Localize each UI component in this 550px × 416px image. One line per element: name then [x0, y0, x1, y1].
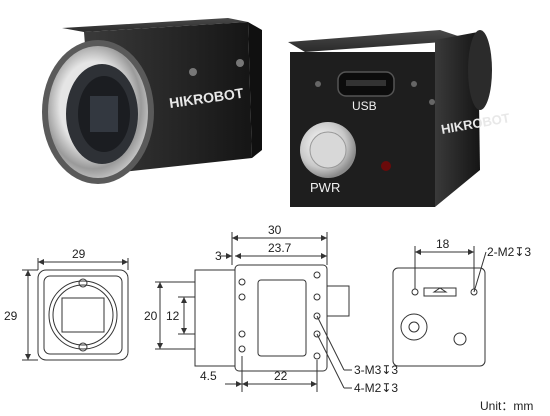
side-m3-callout: 3-M3↧3 [354, 363, 398, 377]
side-m2-callout: 4-M2↧3 [354, 381, 398, 395]
camera-rear-photo: USB PWR HIKROBOT [288, 30, 511, 207]
side-hole-span-outer-dim: 20 [144, 309, 158, 323]
product-photos: HIKROBOT USB PWR HIKROBOT [42, 18, 511, 207]
side-hole-span-inner-dim: 12 [166, 309, 180, 323]
rear-hole-spacing-dim: 18 [436, 237, 450, 251]
dimension-drawings: 29 29 30 3 23.7 20 12 4.5 22 3-M3↧3 4-M2… [4, 223, 533, 413]
screw-icon [236, 59, 244, 67]
side-hole-spacing-dim: 22 [274, 369, 288, 383]
screw-icon [189, 68, 197, 76]
side-view [155, 232, 352, 392]
front-height-dim: 29 [4, 309, 18, 323]
front-width-dim: 29 [72, 247, 86, 261]
side-total-length-dim: 30 [268, 223, 282, 237]
usb-label: USB [352, 99, 377, 113]
rear-view [392, 246, 487, 367]
front-view [22, 258, 129, 361]
units-note: Unit：mm [480, 399, 533, 413]
side-flange-dim: 3 [215, 249, 222, 263]
status-led-icon [381, 161, 391, 171]
camera-front-photo: HIKROBOT [42, 18, 262, 184]
side-body-length-dim: 23.7 [268, 241, 292, 255]
side-hole-offset-dim: 4.5 [200, 369, 217, 383]
rear-m2-callout: 2-M2↧3 [487, 245, 531, 259]
pwr-label: PWR [310, 180, 340, 195]
